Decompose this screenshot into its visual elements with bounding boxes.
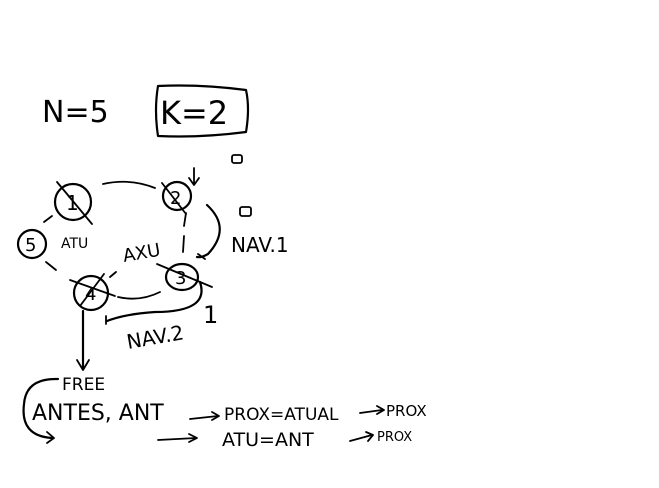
doodle-square-1 [231,154,243,164]
arrow-to-prox-2-head-icon [365,431,374,442]
node-4-label: 4 [85,284,96,305]
free-bracket-arrow-icon [46,431,55,444]
prox-eq-label: PROX=ATUAL [224,405,339,425]
node-2: 2 [161,180,193,215]
edge-5-1 [43,215,53,223]
pointer-arrow-icon [188,167,200,186]
node-4: 4 [69,273,116,312]
atu-label: ATU [61,236,88,252]
arrow-to-prox-1 [359,409,383,414]
free-label: FREE [62,375,105,395]
nav1-label: NAV.1 [231,233,289,257]
k-label: K=2 [160,94,228,132]
edge-4-center [109,271,117,278]
nav1-arrow-head-icon [197,253,206,260]
node-2-cross [161,182,187,215]
nav1-arrow [195,203,221,259]
arrow-to-atu-eq-head-icon [188,433,198,443]
edge-5-4 [45,261,57,271]
arrow-to-prox-eq [189,415,219,420]
atu-eq-label: ATU=ANT [222,429,314,451]
node-1: 1 [53,181,93,225]
edge-2-center [183,212,187,227]
node-3-cross [156,263,213,288]
prox-2-label: PROX [377,430,412,445]
node-5: 5 [16,228,48,260]
node-2-label: 2 [170,188,181,209]
nav2-arrow [105,280,203,323]
arrow-to-prox-1-head-icon [376,405,385,415]
nav2-label: NAV.2 [125,320,186,354]
node-5-label: 5 [25,235,36,256]
node-3-label: 3 [175,268,186,289]
prox-1-label: PROX [386,402,427,420]
nav2-suffix: 1 [203,301,218,329]
free-arrow-head-icon [76,359,90,371]
node-3: 3 [156,262,213,292]
free-bracket [22,377,60,440]
doodle-square-2 [239,206,252,217]
edge-4-3 [117,291,161,300]
n-label: N=5 [42,95,109,130]
arrow-to-prox-eq-head-icon [211,411,220,421]
node-1-cross [56,181,93,225]
node-4-cross-2 [79,273,105,307]
arrow-to-prox-2 [349,434,373,442]
k-box [154,84,250,138]
axu-label: AXU [121,240,162,267]
edge-1-2 [102,180,156,189]
edge-2-3 [182,235,185,253]
antes-line: ANTES, ANT [32,401,164,426]
arrow-to-atu-eq [157,437,197,441]
